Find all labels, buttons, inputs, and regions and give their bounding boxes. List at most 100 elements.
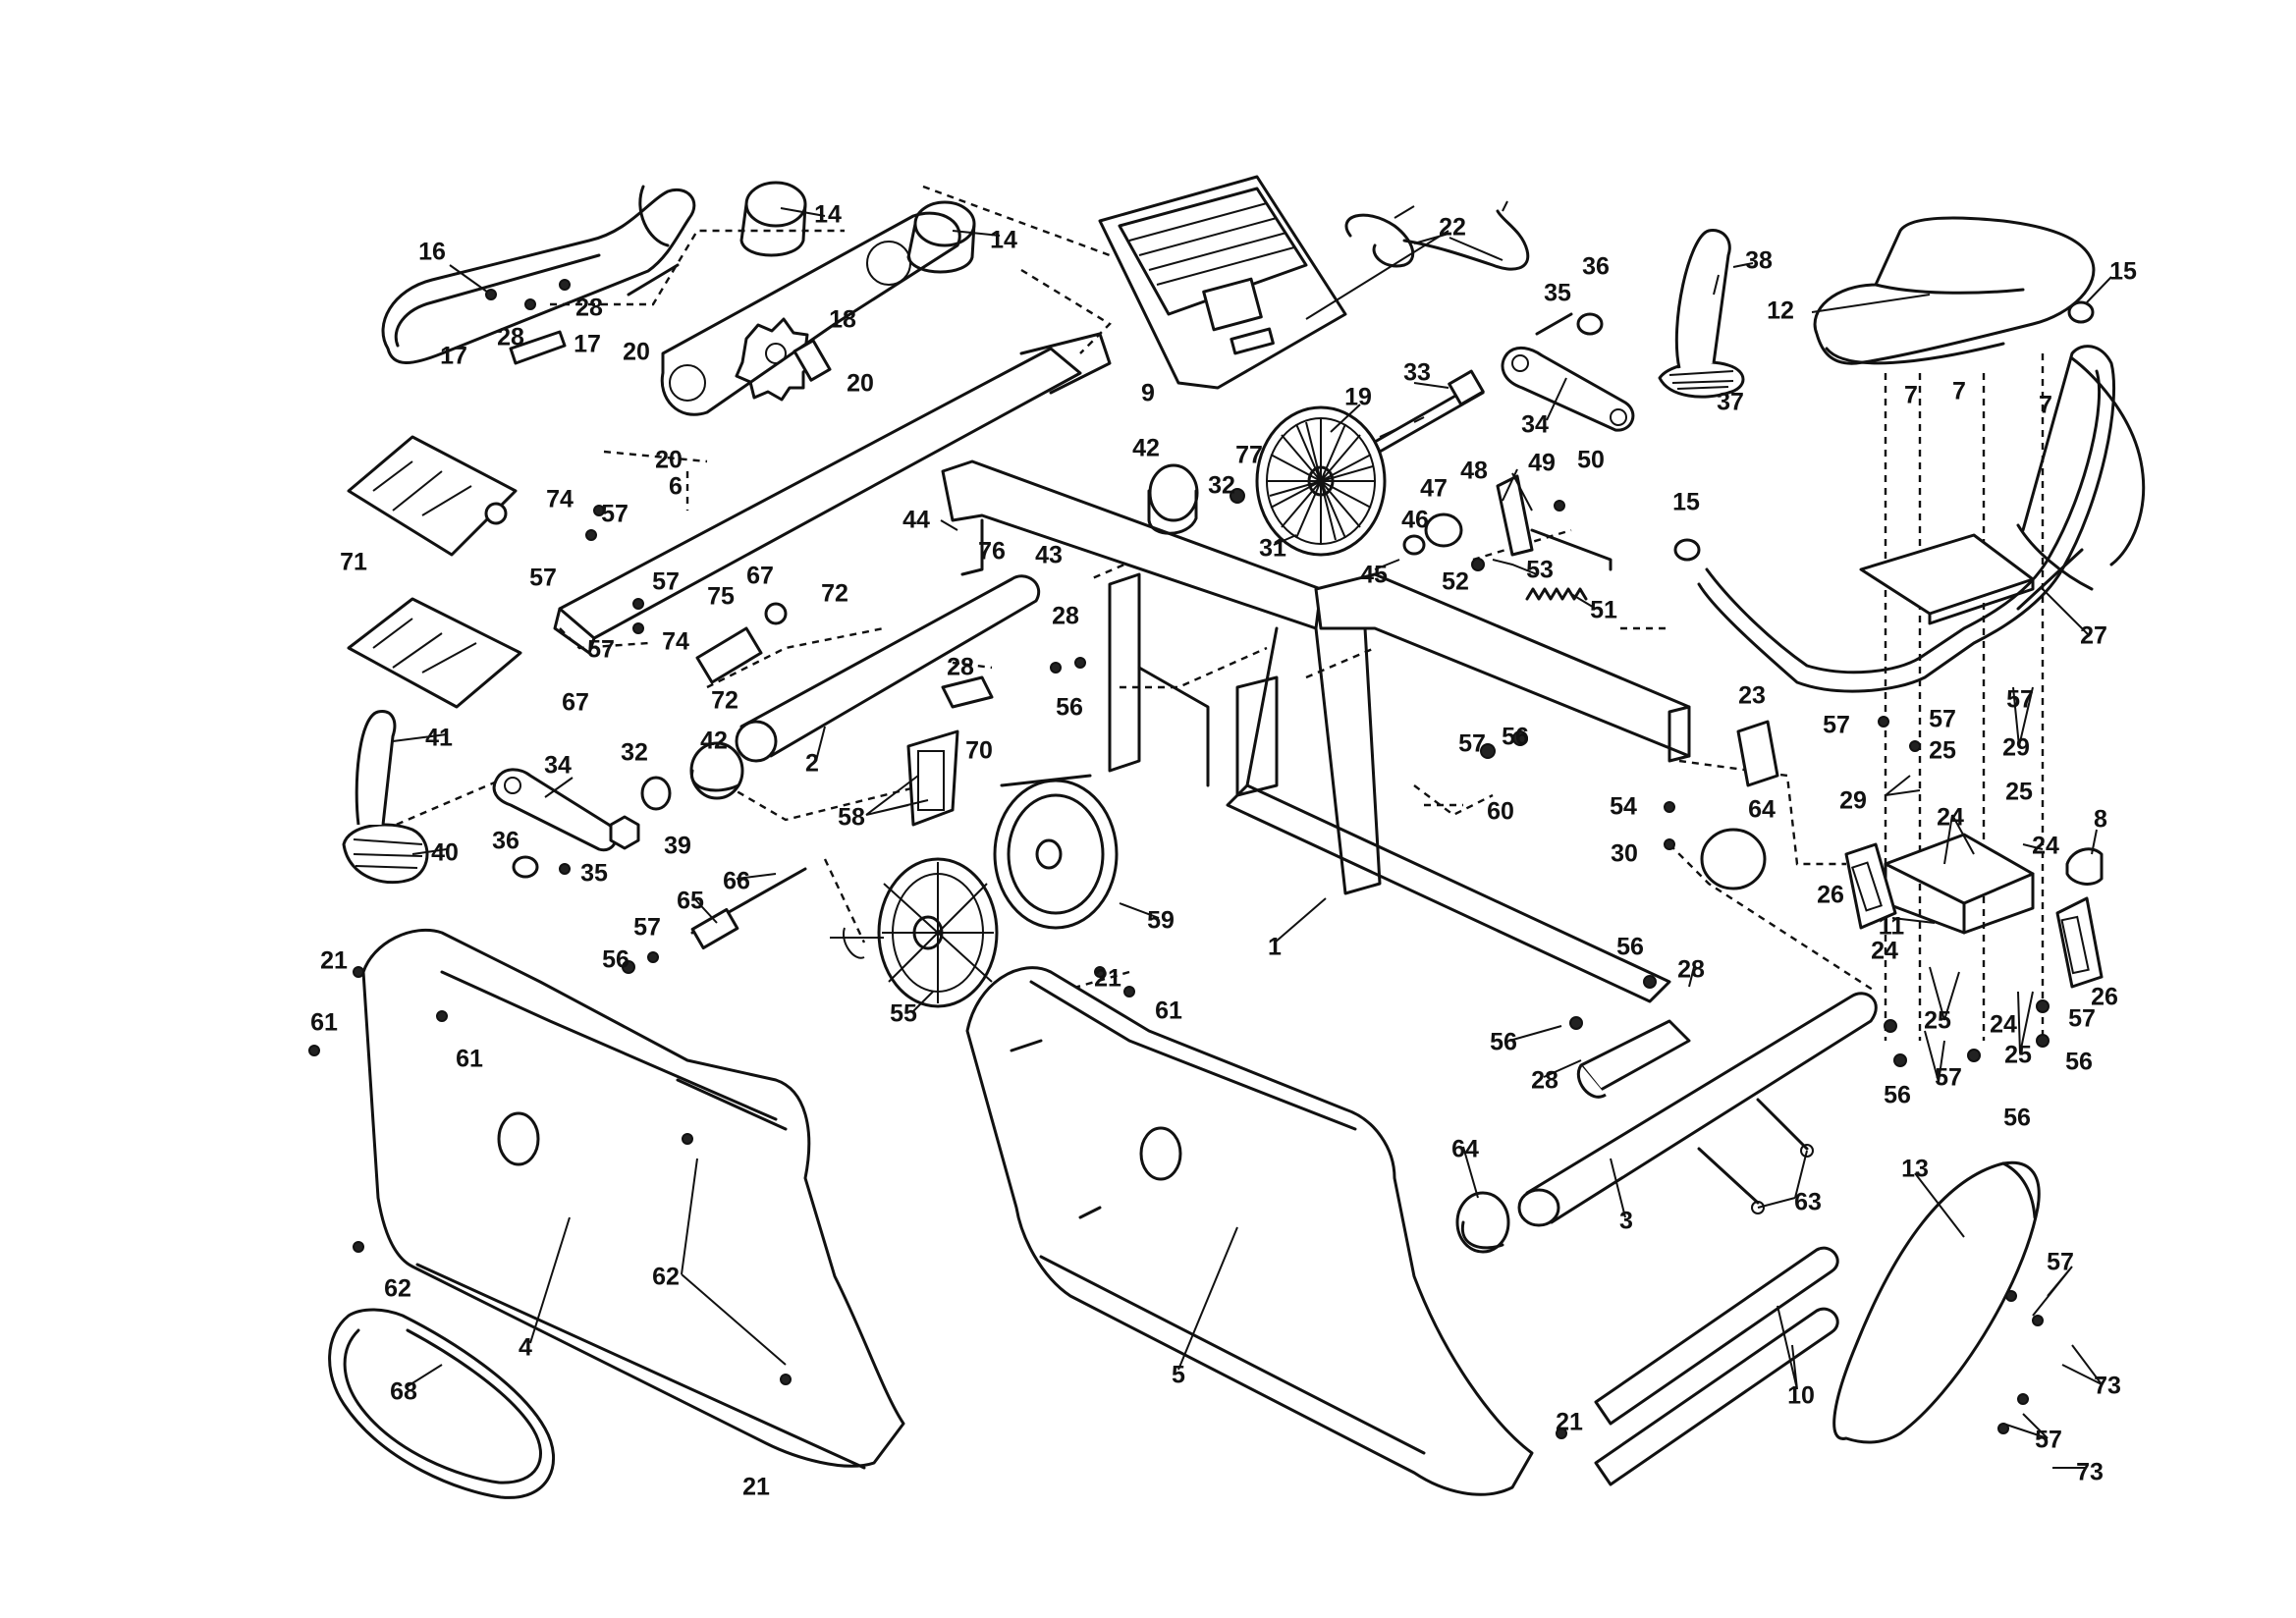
seat-handlebar-27: [1697, 345, 2146, 693]
cap-15a: [2067, 300, 2095, 324]
callout-c14b: 14: [990, 227, 1017, 254]
callout-c26a: 26: [1817, 882, 1844, 909]
seat-back-13: [1832, 1160, 2041, 1444]
callout-c15a: 15: [2109, 258, 2137, 286]
crank-arm-34a: [1501, 346, 1635, 432]
callout-c42a: 42: [1132, 435, 1160, 462]
end-cap-64b: [1455, 1191, 1510, 1254]
callout-c39: 39: [664, 833, 691, 860]
callout-c5: 5: [1172, 1362, 1185, 1389]
callout-c34a: 34: [1521, 411, 1549, 439]
callout-c57b: 57: [529, 565, 557, 592]
flywheel-19: [1255, 405, 1387, 557]
callout-c25a: 25: [1929, 737, 1956, 765]
callout-c57m: 57: [2035, 1427, 2062, 1454]
bracket-49: [1496, 474, 1613, 571]
callout-c29a: 29: [2002, 734, 2030, 762]
callout-c28c: 28: [1052, 603, 1079, 630]
callout-c57k: 57: [1935, 1064, 1962, 1092]
idler-axle-66: [690, 867, 807, 950]
callout-c36a: 36: [1582, 253, 1610, 281]
callout-c57g: 57: [1929, 706, 1956, 733]
pedal-37: [1658, 229, 1745, 399]
callout-c61b: 61: [310, 1009, 338, 1037]
callout-c16: 16: [418, 239, 446, 266]
callout-c24c: 24: [1871, 938, 1898, 965]
assembly-line-1: [550, 229, 845, 306]
crank-axle-33: [1373, 369, 1485, 454]
pedal-40: [342, 710, 429, 885]
callout-c6: 6: [669, 473, 683, 501]
leader-lines: [392, 207, 2112, 1469]
callout-c8: 8: [2094, 806, 2107, 834]
callout-c57d: 57: [587, 636, 615, 664]
callout-c64a: 64: [1748, 796, 1776, 824]
callout-c19: 19: [1344, 384, 1372, 411]
callout-c31: 31: [1259, 535, 1286, 563]
tension-knob-47: [1402, 512, 1463, 556]
callout-c7b: 7: [1952, 378, 1966, 405]
block-23: [1736, 720, 1779, 787]
callout-c56g: 56: [1884, 1082, 1911, 1109]
callout-c35a: 35: [1544, 280, 1571, 307]
callout-c25b: 25: [2005, 779, 2033, 806]
callout-c15b: 15: [1672, 489, 1700, 516]
callout-c57h: 57: [1458, 730, 1486, 758]
callout-c44: 44: [902, 507, 930, 534]
callout-c56e: 56: [1490, 1029, 1517, 1056]
callout-c56f: 56: [2065, 1049, 2093, 1076]
callout-c28b: 28: [497, 324, 524, 351]
callout-c56b: 56: [1502, 724, 1529, 751]
screw-35a: [1535, 312, 1573, 336]
callout-c7a: 7: [1904, 382, 1918, 409]
callout-c61a: 61: [1155, 998, 1182, 1025]
callout-c57c: 57: [652, 568, 680, 596]
callout-c57f: 57: [1823, 712, 1850, 739]
end-cap-42a: [1147, 463, 1199, 535]
callout-c56a: 56: [1056, 694, 1083, 722]
callout-c76: 76: [978, 538, 1006, 566]
callout-c28e: 28: [1677, 956, 1705, 984]
callout-c45: 45: [1360, 562, 1388, 589]
pulley-59: [993, 774, 1119, 930]
callout-c25d: 25: [2004, 1042, 2032, 1069]
callout-c9: 9: [1141, 380, 1155, 407]
callout-c28a: 28: [575, 295, 603, 322]
callout-c36b: 36: [492, 828, 519, 855]
callout-c56d: 56: [1616, 934, 1644, 961]
roller-26a: [1844, 842, 1897, 930]
callout-c21b: 21: [1094, 965, 1121, 993]
assembly-line-4: [603, 450, 708, 511]
callout-c20a: 20: [623, 339, 650, 366]
side-shield-4: [361, 928, 905, 1470]
callout-c75: 75: [707, 583, 735, 611]
callout-c57j: 57: [2068, 1005, 2096, 1033]
callout-c52: 52: [1442, 568, 1469, 596]
callout-c24a: 24: [1937, 804, 1964, 832]
callout-c21c: 21: [1556, 1409, 1583, 1436]
callout-c73a: 73: [2094, 1373, 2121, 1400]
callout-c67b: 67: [562, 689, 589, 717]
callout-c48: 48: [1460, 458, 1488, 485]
callout-c26b: 26: [2091, 984, 2118, 1011]
callout-c63: 63: [1794, 1189, 1822, 1216]
callout-c72b: 72: [711, 687, 738, 715]
callout-c37: 37: [1717, 389, 1744, 416]
callout-c70: 70: [965, 737, 993, 765]
callout-c56h: 56: [2003, 1105, 2031, 1132]
end-cap-64a: [1700, 828, 1767, 890]
callout-c24b: 24: [2032, 833, 2059, 860]
callout-c21a: 21: [320, 947, 348, 975]
callout-c74a: 74: [546, 486, 574, 513]
callout-c68: 68: [390, 1378, 417, 1406]
callout-c57l: 57: [2047, 1249, 2074, 1276]
callout-c40: 40: [431, 839, 459, 867]
callout-c73b: 73: [2076, 1459, 2104, 1486]
callout-c65: 65: [677, 888, 704, 915]
callout-c57i: 57: [633, 914, 661, 942]
flywheel-55: [830, 857, 999, 1008]
callout-c54: 54: [1610, 793, 1637, 821]
callout-c62b: 62: [384, 1275, 411, 1303]
callout-c35b: 35: [580, 860, 608, 888]
